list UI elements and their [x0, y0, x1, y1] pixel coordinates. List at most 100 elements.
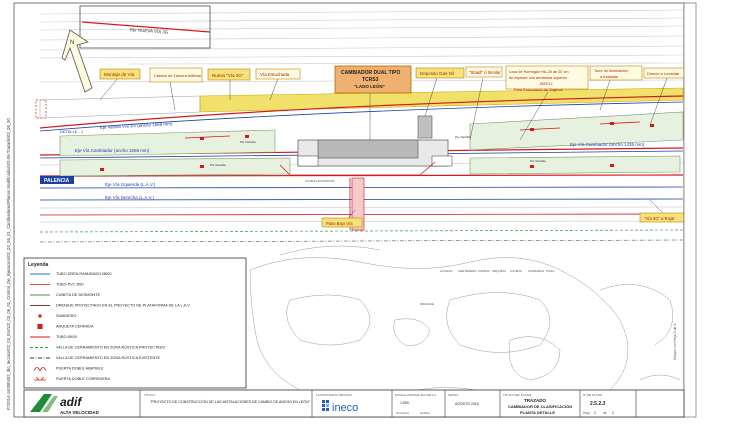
- deposito-gasoil-tank: [417, 115, 433, 139]
- small-label-s4: ARQUETA: [492, 269, 506, 273]
- callout-camino-zahorra-text: Camino de Zahorra Artificial: [154, 74, 201, 78]
- pie-variable-1: Pie Variable: [240, 140, 256, 144]
- small-label-s8: CUNETA EXISTENTE: [305, 179, 334, 183]
- ineco-logo-text: ineco: [332, 402, 358, 414]
- boundary-marker: [35, 99, 47, 119]
- legend-label: CUNETA DE DESMONTE: [56, 293, 100, 297]
- small-label-s5: CUNETA: [510, 269, 522, 273]
- callout-torre-line1: Torre de iluminación: [594, 69, 628, 73]
- escala-sub1: Numérica: [396, 411, 409, 415]
- ineco-logo: ineco: [322, 400, 358, 414]
- legend-label: VALLA DE CERRAMIENTO EN ZONA RÚSTICA PRO…: [56, 345, 165, 350]
- asistencia-label: LA ASISTENCIA TÉCNICA:: [316, 392, 353, 397]
- right-margin-strip: [683, 2, 697, 418]
- pie-variable-2: Pie Variable: [455, 135, 471, 139]
- legend-title: Leyenda: [28, 262, 49, 268]
- de-label: de: [603, 411, 607, 415]
- legend-item: SUMIDERO: [38, 314, 77, 318]
- callout-desvio-text: Desvío a Levantar: [647, 71, 680, 76]
- detalle-label: DETALLE - 1: [60, 129, 84, 134]
- valla-existente: [39, 239, 684, 243]
- pie-variable-3: Pie Variable: [210, 163, 226, 167]
- small-label-row: ACCESO VERTEDERO CAMINO ARQUETA CUNETA S…: [305, 179, 555, 306]
- eje-via-cambiador-right-label: Eje Vía Cambiador (ancho 1435 mm): [570, 142, 645, 147]
- pit-right: [431, 155, 453, 167]
- eje-via-cambiador-label: Eje Vía Cambiador (ancho 1668 mm): [75, 148, 150, 153]
- callout-via-3g-rojar-text: "Vía 3G" a Rojar: [644, 216, 675, 221]
- file-path-text: P:\2014-14008\402_dlo_tecnico\02_03_Esc\…: [6, 118, 11, 410]
- legend-item: TUBO PVC Ø90: [30, 283, 84, 287]
- nueva-via-3g-track: [39, 95, 684, 129]
- callout-deposito-gasoil: [415, 67, 465, 79]
- nueva-via-3g-track-axis: [39, 101, 684, 132]
- callout-via-estuchada: [255, 68, 301, 80]
- escala-value: 1:500: [400, 401, 409, 405]
- legend-symbol: [37, 324, 43, 329]
- legend-label: DRENAJE PROYECTADO EN EL PROYECTO DE PLA…: [56, 304, 190, 308]
- legend-label: VALLA DE CERRAMIENTO EN ZONA RÚSTICA EXI…: [56, 355, 161, 360]
- callout-losa-line3: Ø20/12: [540, 82, 552, 86]
- legend-item: PUERTA DOBLE ABATIBLE: [33, 367, 104, 372]
- callout-stradl-text: "Stradl" ó Similar: [469, 70, 501, 75]
- platform-outline-left: [39, 95, 201, 119]
- fecha-label: FECHA:: [448, 393, 459, 397]
- callout-stradl: [465, 66, 503, 78]
- legend-symbol: [38, 314, 42, 318]
- legend-label: TUBO PVC Ø90: [56, 283, 84, 287]
- titulo-plano-label: TÍTULO DEL PLANO:: [503, 393, 532, 397]
- de-value: 2: [612, 411, 614, 415]
- adif-logo: adif ALTA VELOCIDAD: [30, 394, 100, 415]
- callout-camino-zahorra: [149, 67, 203, 83]
- green-zone-lower-left: [59, 157, 291, 177]
- green-zone-lower-right: [469, 155, 681, 175]
- palencia-track: [39, 174, 684, 177]
- title-block: adif ALTA VELOCIDAD TÍTULO: "PROYECTO DE…: [23, 389, 685, 418]
- side-note: Sólape con Hoja 2 de 2: [673, 324, 677, 360]
- callout-deposito-gasoil-text: Depósito Gas-Oil: [420, 71, 454, 76]
- callout-cambiador-dual: [334, 65, 412, 94]
- small-label-s6: SUMIDERO: [528, 269, 545, 273]
- callout-montaje-via-text: Montaje de Vía: [104, 72, 135, 77]
- callout-losa-line2: de espesor con armadura superior: [509, 76, 568, 80]
- north-arrow: N: [61, 29, 93, 93]
- callout-cambiador-line1: CAMBIADOR DUAL TIPO: [341, 70, 400, 76]
- adif-logo-text: adif: [60, 395, 82, 409]
- titulo-label: TÍTULO:: [144, 393, 156, 397]
- palencia-tag: [40, 176, 74, 184]
- legend-item: VALLA DE CERRAMIENTO EN ZONA RÚSTICA PRO…: [30, 345, 165, 350]
- changer-core: [317, 139, 419, 159]
- valla-proyectada: [39, 229, 684, 233]
- legend-label: PUERTA DOBLE ABATIBLE: [56, 367, 104, 371]
- callout-evacuacion: Para Evacuación de Viajeros: [514, 88, 563, 92]
- legend-label: SUMIDERO: [56, 314, 77, 318]
- hoja-label: Hoja: [583, 411, 590, 415]
- hoja-value: 1: [594, 411, 596, 415]
- numero-value: 2.5.2.3: [590, 401, 606, 407]
- green-zone-right: [469, 111, 684, 151]
- legend-item: CUNETA DE DESMONTE: [30, 293, 100, 297]
- legend-item: ARQUETA CERRADA: [37, 324, 94, 329]
- legend-label: TUBO DREN RANURADO Ø600: [56, 272, 112, 276]
- small-label-s9: DRENAJE: [420, 302, 434, 306]
- legend-label: TUBO Ø400: [56, 335, 77, 339]
- legend-item: VALLA DE CERRAMIENTO EN ZONA RÚSTICA EXI…: [30, 355, 161, 360]
- sumidero-markers: [100, 122, 654, 171]
- callout-nueva-via-3g: [207, 68, 251, 81]
- legend-item: DRENAJE PROYECTADO EN EL PROYECTO DE PLA…: [30, 304, 190, 308]
- legend-label: PUERTA DOBLE CORREDERA: [56, 377, 111, 381]
- callout-paso-bajo-via: [321, 217, 363, 228]
- legend-box: [23, 257, 247, 389]
- callout-nueva-via-3g-text: Nueva "Vía 3G": [212, 73, 244, 78]
- legend-symbol: [33, 367, 47, 372]
- eje-nueva-via-label: Eje Nueva Vía 3G (ancho 1668 mm): [100, 121, 173, 130]
- small-label-s1: ACCESO: [440, 269, 453, 273]
- callout-losa-line1: Losa de Hormigón HA-25 de 20 cm: [509, 70, 569, 74]
- adif-logo-sub: ALTA VELOCIDAD: [60, 410, 100, 415]
- small-label-s3: CAMINO: [478, 269, 491, 273]
- callout-leaders: [99, 77, 668, 223]
- titulo-plano-line3: PLANTA DETALLE: [520, 410, 555, 415]
- eje-via-izquierda-label: Eje Vía Izquierda (L.A.V.): [105, 182, 156, 187]
- legend-item: TUBO Ø400: [30, 335, 77, 339]
- callout-montaje-via: [99, 68, 141, 80]
